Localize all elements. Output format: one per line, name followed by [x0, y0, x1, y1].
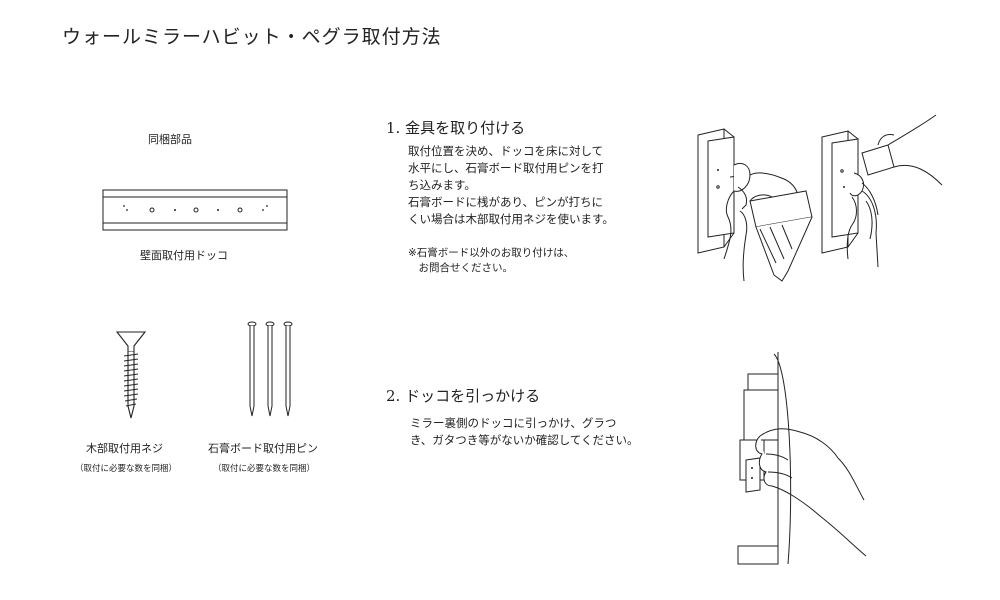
step-2-line: き、ガタつき等がないか確認してください。	[410, 433, 639, 447]
step-1-text: 取付位置を決め、ドッコを床に対して 水平にし、石膏ボード取付用ピンを打 ち込みま…	[408, 143, 614, 228]
pin-note: （取付に必要な数を同梱）	[213, 464, 316, 474]
step-2-text: ミラー裏側のドッコに引っかけ、グラつ き、ガタつき等がないか確認してください。	[410, 415, 639, 449]
step-1-note-line: お問合せください。	[408, 262, 513, 274]
screw-illustration	[114, 330, 148, 420]
pin-label: 石膏ボード取付用ピン	[208, 442, 318, 455]
bracket-illustration	[100, 188, 290, 232]
bracket-label: 壁面取付用ドッコ	[140, 249, 228, 262]
step-1-line: ち込みます。	[408, 178, 476, 192]
step-2-illustration	[734, 350, 874, 570]
step-2-line: ミラー裏側のドッコに引っかけ、グラつ	[410, 416, 617, 430]
step-1-note: ※石膏ボード以外のお取り付けは、 お問合せください。	[408, 246, 574, 276]
step-2-title: 2. ドッコを引っかける	[386, 387, 541, 405]
page-title: ウォールミラーハビット・ペグラ取付方法	[62, 26, 442, 48]
step-1-line: 石膏ボードに桟があり、ピンが打ちに	[408, 195, 604, 209]
screw-label: 木部取付用ネジ	[86, 442, 163, 455]
step-1-line: 水平にし、石膏ボード取付用ピンを打	[408, 161, 604, 175]
step-1-line: くい場合は木部取付用ネジを使います。	[408, 212, 614, 226]
step-1-illustration-pin	[694, 125, 814, 285]
step-1-illustration-hammer	[818, 113, 948, 273]
step-1-note-line: ※石膏ボード以外のお取り付けは、	[408, 247, 575, 259]
step-1-line: 取付位置を決め、ドッコを床に対して	[408, 144, 604, 158]
pin-illustration	[242, 320, 298, 420]
parts-heading: 同梱部品	[148, 133, 192, 146]
step-1-title: 1. 金具を取り付ける	[386, 119, 526, 137]
screw-note: （取付に必要な数を同梱）	[75, 464, 178, 474]
